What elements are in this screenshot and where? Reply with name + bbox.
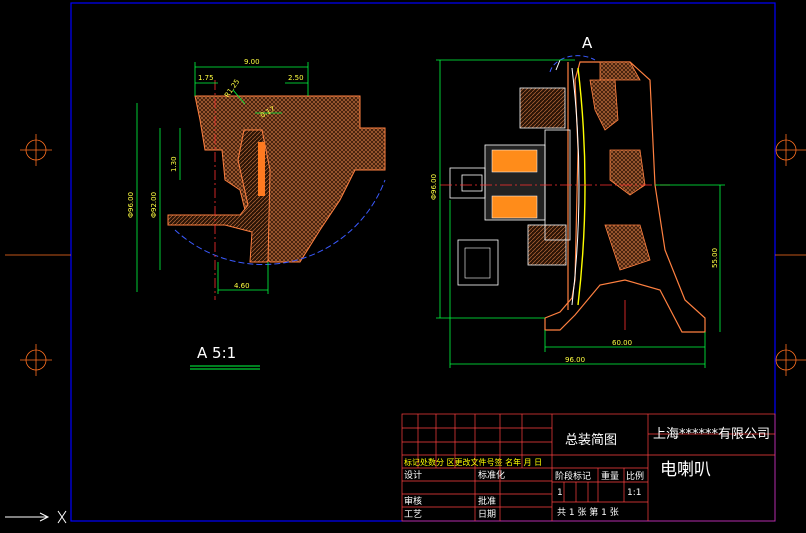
- stage-value: 1: [557, 488, 563, 498]
- label-stage: 阶段标记: [555, 470, 591, 482]
- drawing-frame: [5, 2, 806, 522]
- crosshair-marks: [20, 134, 806, 376]
- part-name: 电喇叭: [660, 460, 711, 480]
- label-design: 设计: [404, 469, 422, 481]
- dim-height-small: 1.30: [170, 156, 178, 172]
- dim-overall-dia: Ф96.00: [430, 174, 438, 200]
- ratio-value: 1:1: [627, 488, 641, 498]
- section-view: A Ф96.00 55.00 60.00 96.00: [430, 34, 725, 368]
- dim-dia-inner: Ф92.00: [150, 192, 158, 218]
- view-marker-a: A: [582, 34, 593, 52]
- dim-width-total: 96.00: [565, 356, 585, 364]
- label-weight: 重量: [601, 470, 619, 482]
- label-approve: 批准: [478, 495, 496, 507]
- dim-right-gap: 2.50: [288, 74, 304, 82]
- dim-dia-left: Ф96.00: [127, 192, 135, 218]
- revision-header: 标记处数分 区更改文件号签 名年 月 日: [404, 457, 542, 467]
- detail-label: A 5:1: [197, 344, 236, 362]
- dim-bottom-width: 4.60: [234, 282, 250, 290]
- title-block: 总装简图 上海******有限公司 电喇叭 标记处数分 区更改文件号签 名年 月…: [401, 413, 776, 522]
- label-date: 日期: [478, 509, 496, 520]
- ucs-icon: [5, 510, 67, 524]
- label-review: 审核: [404, 495, 422, 507]
- drawing-title: 总装简图: [565, 432, 617, 448]
- dim-top-width: 9.00: [244, 58, 260, 66]
- label-standardize: 标准化: [478, 469, 505, 481]
- detail-view-a: 9.00 1.75 R1.25 2.50 0.17 1.30 Ф96.00 Ф9…: [127, 58, 386, 370]
- sheet-count: 共 1 张 第 1 张: [557, 506, 619, 518]
- dim-left-gap: 1.75: [198, 74, 214, 82]
- label-craft: 工艺: [404, 509, 422, 520]
- label-ratio: 比例: [626, 470, 644, 482]
- company-name: 上海******有限公司: [653, 427, 770, 442]
- dim-height-right: 55.00: [711, 248, 719, 268]
- dim-width-inner: 60.00: [612, 339, 632, 347]
